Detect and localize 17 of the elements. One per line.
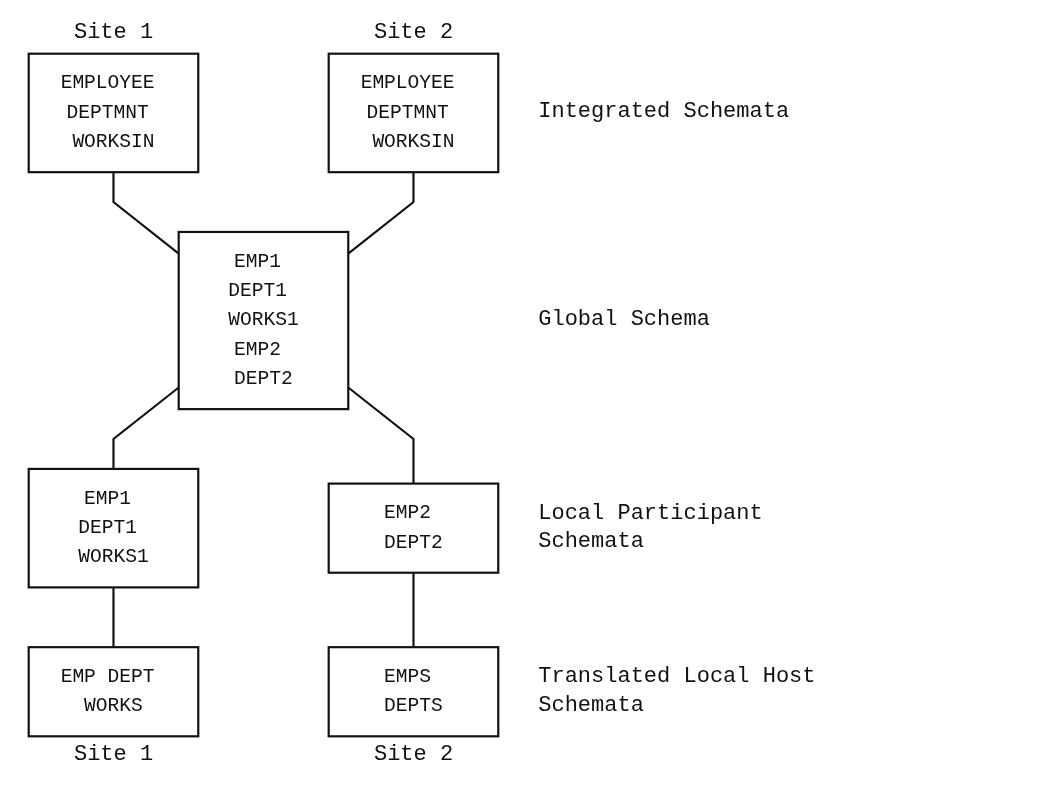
site-label: Site 2 (373, 19, 454, 45)
site-label: Site 2 (373, 742, 454, 768)
node-box: EMPLOYEE DEPTMNT WORKSIN (27, 52, 200, 174)
connector (412, 572, 415, 648)
node-box: EMP2 DEPT2 (327, 482, 500, 574)
node-box: EMP DEPT WORKS (27, 646, 200, 738)
connector (112, 587, 115, 648)
site-label: Site 1 (73, 742, 154, 768)
node-box: EMPS DEPTS (327, 646, 500, 738)
level-label: Integrated Schemata (538, 98, 791, 127)
node-box: EMPLOYEE DEPTMNT WORKSIN (327, 52, 500, 174)
site-label: Site 1 (73, 19, 154, 45)
node-box: EMP1 DEPT1 WORKS1 (27, 467, 200, 589)
level-label: Global Schema (538, 306, 711, 335)
level-label: Local Participant Schemata (538, 499, 764, 557)
level-label: Translated Local Host Schemata (538, 663, 817, 720)
node-box: EMP1 DEPT1 WORKS1 EMP2 DEPT2 (177, 230, 350, 411)
